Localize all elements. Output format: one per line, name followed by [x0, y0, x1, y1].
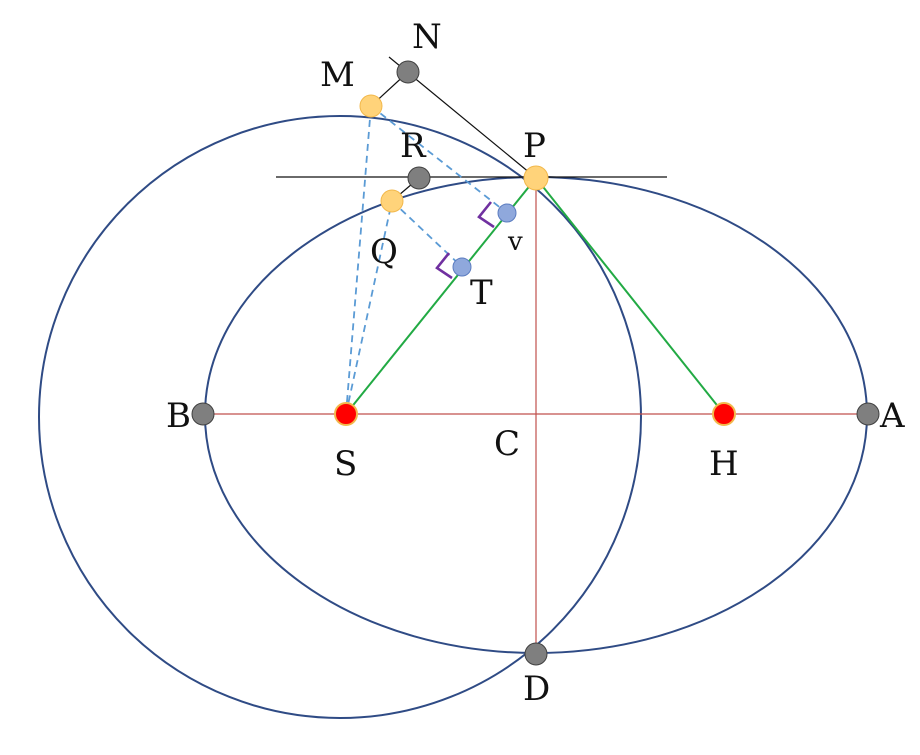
- auxiliary-circle: [38, 115, 642, 719]
- dashed-s-m: [345, 105, 372, 415]
- dashed-m-v: [370, 105, 508, 214]
- label-d: D: [523, 669, 550, 709]
- label-b: B: [166, 396, 191, 436]
- label-v: v: [507, 227, 523, 257]
- point-q: [380, 189, 404, 213]
- label-r: R: [400, 126, 427, 166]
- label-t: T: [470, 273, 493, 313]
- right-angle-marker-t: [435, 252, 453, 280]
- label-h: H: [709, 444, 739, 484]
- point-r: [407, 166, 431, 190]
- point-d: [524, 642, 548, 666]
- point-t: [452, 257, 472, 277]
- label-s: S: [334, 444, 357, 484]
- point-p: [523, 165, 549, 191]
- label-a: A: [879, 396, 905, 436]
- point-b: [191, 402, 215, 426]
- point-m: [359, 94, 383, 118]
- label-p: P: [523, 126, 546, 166]
- label-m: M: [320, 55, 355, 95]
- point-n: [396, 60, 420, 84]
- label-c: C: [494, 424, 520, 464]
- right-angle-marker-v: [477, 201, 495, 229]
- point-a: [856, 402, 880, 426]
- dashed-q-t: [391, 200, 463, 268]
- label-q: Q: [370, 232, 398, 272]
- line-p-h: [535, 177, 725, 415]
- point-s: [334, 402, 358, 426]
- label-n: N: [412, 17, 442, 57]
- point-h: [712, 402, 736, 426]
- point-v: [497, 203, 517, 223]
- dashed-s-q: [345, 200, 393, 415]
